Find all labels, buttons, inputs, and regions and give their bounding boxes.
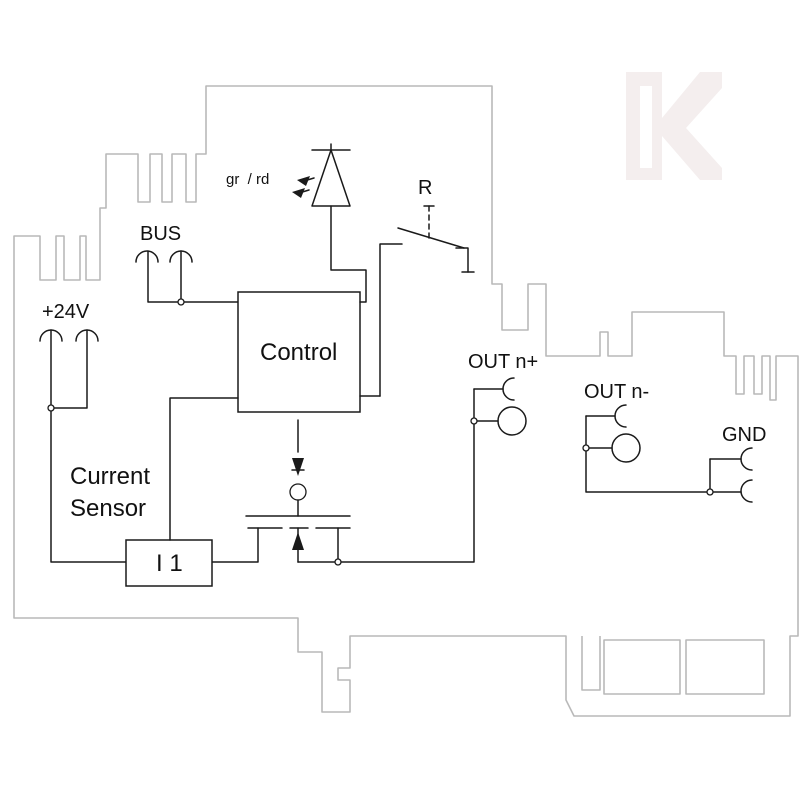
relay-contact-icon [359, 205, 475, 397]
led-label: gr / rd [226, 171, 269, 188]
k-logo-icon [626, 72, 722, 180]
control-block [237, 291, 361, 413]
relay-label: R [418, 177, 432, 199]
din-rail-slot-2 [603, 639, 681, 695]
control-signal-arrow [289, 419, 307, 517]
din-rail-slot-1 [581, 636, 601, 691]
control-label: Control [260, 339, 337, 366]
supply-label: +24V [42, 301, 90, 323]
supply-terminal [39, 329, 127, 563]
bus-terminal [135, 250, 239, 306]
output-transistor-icon [211, 419, 475, 566]
out-pos-label: OUT n+ [468, 351, 538, 373]
current-sensor-label-line1: Current [70, 463, 150, 490]
out-neg-terminal [582, 404, 711, 493]
led-icon [292, 143, 367, 303]
sensor-box-label: I 1 [156, 550, 183, 577]
gnd-label: GND [722, 424, 766, 446]
out-pos-terminal [470, 377, 527, 436]
sensor-feedback-wire [169, 397, 239, 541]
current-sensor-block [125, 539, 213, 587]
terminal-housing-outline [13, 85, 799, 717]
din-rail-slot-3 [685, 639, 765, 695]
bus-label: BUS [140, 223, 181, 245]
gnd-terminal [706, 447, 753, 503]
current-sensor-label-line2: Sensor [70, 495, 146, 522]
out-neg-label: OUT n- [584, 381, 649, 403]
